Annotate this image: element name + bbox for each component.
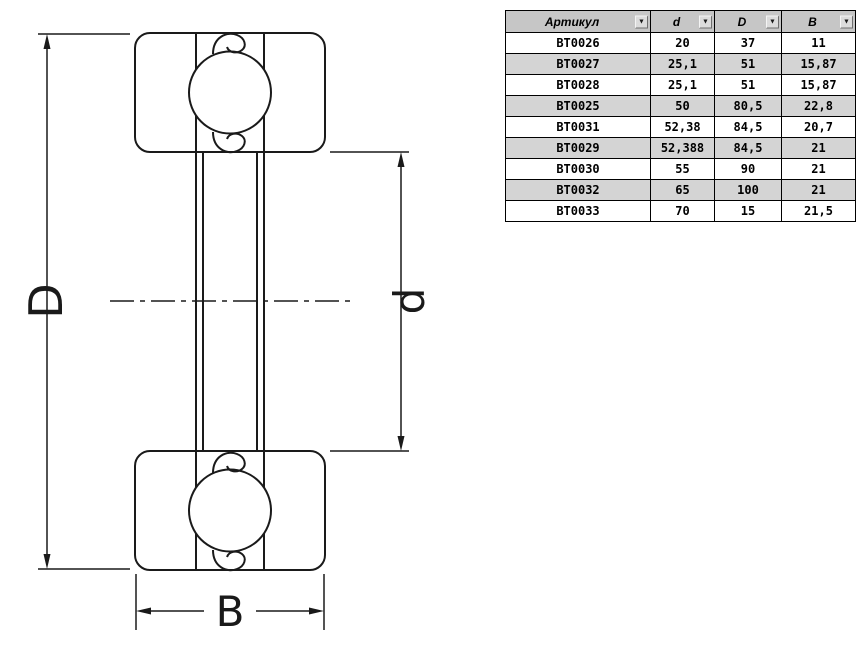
cell-d-inner: 52,38 [650, 116, 715, 138]
cell-b-width: 21,5 [781, 200, 856, 222]
column-header-label: d [672, 14, 681, 29]
cell-d-outer: 100 [714, 179, 782, 201]
table-row: BT0032 65 100 21 [505, 179, 856, 201]
arrowhead-down-icon [43, 554, 51, 569]
label-outer-diameter: D [19, 283, 73, 318]
cell-b-width: 15,87 [781, 74, 856, 96]
cell-article: BT0032 [505, 179, 651, 201]
dimension-width: B [135, 574, 325, 636]
cell-b-width: 21 [781, 158, 856, 180]
cell-d-outer: 51 [714, 53, 782, 75]
arrowhead-left-icon [136, 607, 151, 615]
cell-b-width: 21 [781, 179, 856, 201]
cell-d-outer: 15 [714, 200, 782, 222]
table-row: BT0027 25,1 51 15,87 [505, 53, 856, 75]
cell-d-inner: 25,1 [650, 74, 715, 96]
ball-bottom [188, 468, 272, 553]
column-header-label: D [737, 14, 747, 29]
cell-d-outer: 90 [714, 158, 782, 180]
table-row: BT0030 55 90 21 [505, 158, 856, 180]
filter-dropdown-b-width[interactable]: ▼ [840, 15, 853, 28]
arrowhead-up-icon [43, 34, 51, 49]
label-width: B [216, 587, 245, 636]
cell-d-inner: 65 [650, 179, 715, 201]
cell-d-inner: 25,1 [650, 53, 715, 75]
cell-article: BT0027 [505, 53, 651, 75]
bearing-drawing-svg: D d B [19, 32, 434, 636]
caret-down-icon: ▼ [702, 18, 709, 25]
cell-article: BT0033 [505, 200, 651, 222]
cell-article: BT0030 [505, 158, 651, 180]
cell-d-inner: 50 [650, 95, 715, 117]
column-header-label: B [808, 14, 817, 29]
cell-d-inner: 55 [650, 158, 715, 180]
filter-dropdown-d-outer[interactable]: ▼ [766, 15, 779, 28]
caret-down-icon: ▼ [769, 18, 776, 25]
cell-article: BT0026 [505, 32, 651, 54]
caret-down-icon: ▼ [843, 18, 850, 25]
cell-b-width: 15,87 [781, 53, 856, 75]
column-header-d-outer: D ▼ [714, 10, 782, 33]
dimension-outer-diameter: D [19, 33, 130, 570]
table-row: BT0025 50 80,5 22,8 [505, 95, 856, 117]
caret-down-icon: ▼ [638, 18, 645, 25]
cell-b-width: 21 [781, 137, 856, 159]
bearing-cross-section-drawing: D d B [19, 32, 434, 636]
cell-d-outer: 51 [714, 74, 782, 96]
cell-d-outer: 37 [714, 32, 782, 54]
table-row: BT0029 52,388 84,5 21 [505, 137, 856, 159]
cell-d-outer: 84,5 [714, 116, 782, 138]
column-header-label: Артикул [544, 14, 600, 29]
table-row: BT0031 52,38 84,5 20,7 [505, 116, 856, 138]
table-row: BT0028 25,1 51 15,87 [505, 74, 856, 96]
cell-b-width: 11 [781, 32, 856, 54]
cell-article: BT0028 [505, 74, 651, 96]
arrowhead-up-icon [397, 152, 405, 167]
table-header: Артикул ▼ d ▼ D ▼ B ▼ [505, 10, 856, 33]
cell-d-inner: 52,388 [650, 137, 715, 159]
column-header-b-width: B ▼ [781, 10, 856, 33]
filter-dropdown-article[interactable]: ▼ [635, 15, 648, 28]
column-header-d-inner: d ▼ [650, 10, 715, 33]
table-row: BT0033 70 15 21,5 [505, 200, 856, 222]
ball-top [188, 50, 272, 135]
cell-b-width: 20,7 [781, 116, 856, 138]
cell-d-inner: 70 [650, 200, 715, 222]
header-row: Артикул ▼ d ▼ D ▼ B ▼ [505, 10, 856, 33]
bearing-spec-table: Артикул ▼ d ▼ D ▼ B ▼ BT0026 20 37 11 B [505, 10, 856, 222]
column-header-article: Артикул ▼ [505, 10, 651, 33]
cell-article: BT0031 [505, 116, 651, 138]
label-inner-diameter: d [385, 288, 434, 315]
arrowhead-right-icon [309, 607, 324, 615]
dimension-inner-diameter: d [330, 151, 434, 452]
arrowhead-down-icon [397, 436, 405, 451]
cell-article: BT0025 [505, 95, 651, 117]
cell-d-outer: 80,5 [714, 95, 782, 117]
cell-d-outer: 84,5 [714, 137, 782, 159]
cell-article: BT0029 [505, 137, 651, 159]
cell-b-width: 22,8 [781, 95, 856, 117]
table-body: BT0026 20 37 11 BT0027 25,1 51 15,87 BT0… [505, 32, 856, 222]
cell-d-inner: 20 [650, 32, 715, 54]
table-row: BT0026 20 37 11 [505, 32, 856, 54]
filter-dropdown-d-inner[interactable]: ▼ [699, 15, 712, 28]
